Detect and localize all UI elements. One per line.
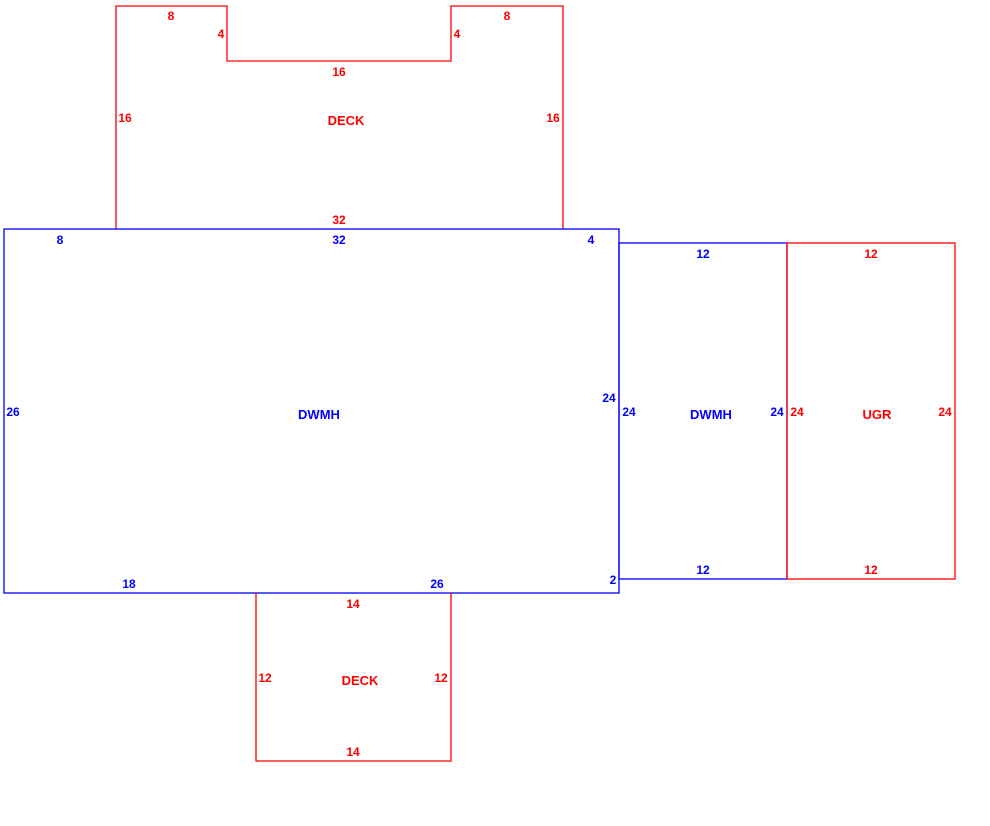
deck-top-dim-right-tab-side: 4 xyxy=(454,27,461,41)
dwmh-addition-dim-left: 24 xyxy=(622,405,636,419)
deck-bottom-dim-right: 12 xyxy=(434,671,448,685)
deck-top-label: DECK xyxy=(328,113,365,128)
main-dwmh-dim-bottom-right: 26 xyxy=(430,577,444,591)
ugr-dim-left: 24 xyxy=(790,405,804,419)
ugr: 12 24 24 12 UGR xyxy=(786,242,956,580)
main-dwmh-dim-top: 32 xyxy=(332,233,346,247)
ugr-dim-bottom: 12 xyxy=(864,563,878,577)
main-dwmh-label: DWMH xyxy=(298,407,340,422)
deck-bottom-dim-left: 12 xyxy=(258,671,272,685)
dwmh-addition: 12 24 24 12 DWMH xyxy=(618,242,788,580)
dwmh-addition-label: DWMH xyxy=(690,407,732,422)
ugr-outline xyxy=(786,242,956,580)
main-dwmh-dim-top-right: 4 xyxy=(588,233,595,247)
deck-bottom-dim-bottom: 14 xyxy=(346,745,360,759)
deck-top-dim-bottom: 32 xyxy=(332,213,346,227)
deck-top-dim-right-tab-top: 8 xyxy=(504,9,511,23)
deck-top-dim-right: 16 xyxy=(546,111,560,125)
main-dwmh-dim-right-upper: 24 xyxy=(602,391,616,405)
deck-bottom-dim-top: 14 xyxy=(346,597,360,611)
deck-bottom: 14 12 12 14 DECK xyxy=(255,593,452,762)
dwmh-addition-dim-top: 12 xyxy=(696,247,710,261)
deck-bottom-label: DECK xyxy=(342,673,379,688)
deck-top-dim-notch-bottom: 16 xyxy=(332,65,346,79)
dwmh-addition-dim-bottom: 12 xyxy=(696,563,710,577)
deck-top-dim-left-tab-top: 8 xyxy=(168,9,175,23)
deck-top-dim-left-tab-side: 4 xyxy=(218,27,225,41)
deck-top-dim-left: 16 xyxy=(118,111,132,125)
ugr-dim-right: 24 xyxy=(938,405,952,419)
deck-top-outline xyxy=(115,5,564,229)
ugr-dim-top: 12 xyxy=(864,247,878,261)
deck-top: 8 4 16 4 8 16 16 32 DECK xyxy=(115,5,564,229)
ugr-label: UGR xyxy=(863,407,893,422)
main-dwmh-dim-right-lower: 2 xyxy=(610,573,617,587)
main-dwmh-dim-top-left: 8 xyxy=(57,233,64,247)
main-dwmh: 8 32 4 26 24 18 26 2 DWMH xyxy=(3,228,620,594)
main-dwmh-dim-bottom-left: 18 xyxy=(122,577,136,591)
dwmh-addition-dim-right: 24 xyxy=(770,405,784,419)
deck-bottom-outline xyxy=(255,593,452,762)
main-dwmh-dim-left: 26 xyxy=(6,405,20,419)
